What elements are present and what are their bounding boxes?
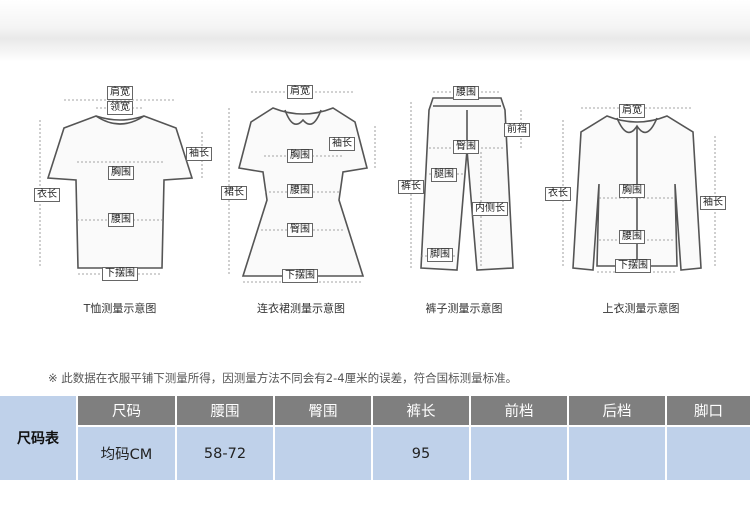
shirt-hem-label: 下摆围 <box>615 259 651 273</box>
shirt-caption: 上衣测量示意图 <box>602 302 680 315</box>
pants-figure: 腰围 前裆 臀围 腿围 裤长 内侧长 脚围 <box>395 80 545 310</box>
pants-front-rise-label: 前裆 <box>504 123 530 137</box>
dress-chest-label: 胸围 <box>287 149 313 163</box>
tshirt-diagram <box>39 99 203 275</box>
shirt-sleeve-label: 袖长 <box>700 196 726 210</box>
shirt-figure: 肩宽 衣长 胸围 袖长 腰围 下摆围 <box>545 80 740 310</box>
dress-shoulder-label: 肩宽 <box>287 85 313 99</box>
tshirt-sleeve-label: 袖长 <box>186 147 212 161</box>
tshirt-shoulder-label: 肩宽 <box>107 86 133 100</box>
dress-sleeve-label: 袖长 <box>329 137 355 151</box>
size-table-title: 尺码表 <box>0 396 76 480</box>
pants-diagram <box>410 91 522 271</box>
header-waist: 腰围 <box>177 396 273 425</box>
header-front-rise: 前档 <box>471 396 567 425</box>
dress-waist-label: 腰围 <box>287 184 313 198</box>
shirt-waist-label: 腰围 <box>619 230 645 244</box>
pants-thigh-label: 腿围 <box>431 168 457 182</box>
dress-length-label: 裙长 <box>221 186 247 200</box>
tshirt-hem-label: 下摆围 <box>102 267 138 281</box>
header-back-rise: 后档 <box>569 396 665 425</box>
header-size: 尺码 <box>78 396 175 425</box>
header-leg-opening: 脚口 <box>667 396 750 425</box>
cell-waist: 58-72 <box>177 427 273 480</box>
dress-caption: 连衣裙测量示意图 <box>257 302 345 315</box>
dress-hem-label: 下摆围 <box>282 269 318 283</box>
tshirt-caption: T恤测量示意图 <box>83 302 157 315</box>
cell-leg-opening <box>667 427 750 480</box>
dress-figure: 肩宽 袖长 胸围 裙长 腰围 臀围 下摆围 <box>215 80 390 310</box>
shirt-chest-label: 胸围 <box>619 184 645 198</box>
pants-waist-label: 腰围 <box>453 86 479 100</box>
measurement-note: ※ 此数据在衣服平铺下测量所得，因测量方法不同会有2-4厘米的误差，符合国标测量… <box>48 371 518 385</box>
tshirt-chest-label: 胸围 <box>108 166 134 180</box>
shirt-shoulder-label: 肩宽 <box>619 104 645 118</box>
top-shadow-divider <box>0 0 750 62</box>
tshirt-collar-label: 领宽 <box>107 101 133 115</box>
tshirt-waist-label: 腰围 <box>108 213 134 227</box>
cell-back-rise <box>569 427 665 480</box>
dress-hip-label: 臀围 <box>287 223 313 237</box>
tshirt-length-label: 衣长 <box>34 188 60 202</box>
pants-hip-label: 臀围 <box>453 140 479 154</box>
shirt-length-label: 衣长 <box>545 187 571 201</box>
pants-caption: 裤子测量示意图 <box>425 302 503 315</box>
cell-front-rise <box>471 427 567 480</box>
pants-leg-opening-label: 脚围 <box>427 248 453 262</box>
size-table: 尺码表 尺码 腰围 臀围 裤长 前档 后档 脚口 均码CM 58-72 95 <box>0 396 750 480</box>
cell-hip <box>275 427 371 480</box>
cell-length: 95 <box>373 427 469 480</box>
pants-inseam-label: 内侧长 <box>472 202 508 216</box>
pants-length-label: 裤长 <box>398 180 424 194</box>
header-hip: 臀围 <box>275 396 371 425</box>
tshirt-figure: 肩宽 领宽 袖长 胸围 衣长 腰围 下摆围 <box>30 80 212 310</box>
header-length: 裤长 <box>373 396 469 425</box>
cell-size: 均码CM <box>78 427 175 480</box>
